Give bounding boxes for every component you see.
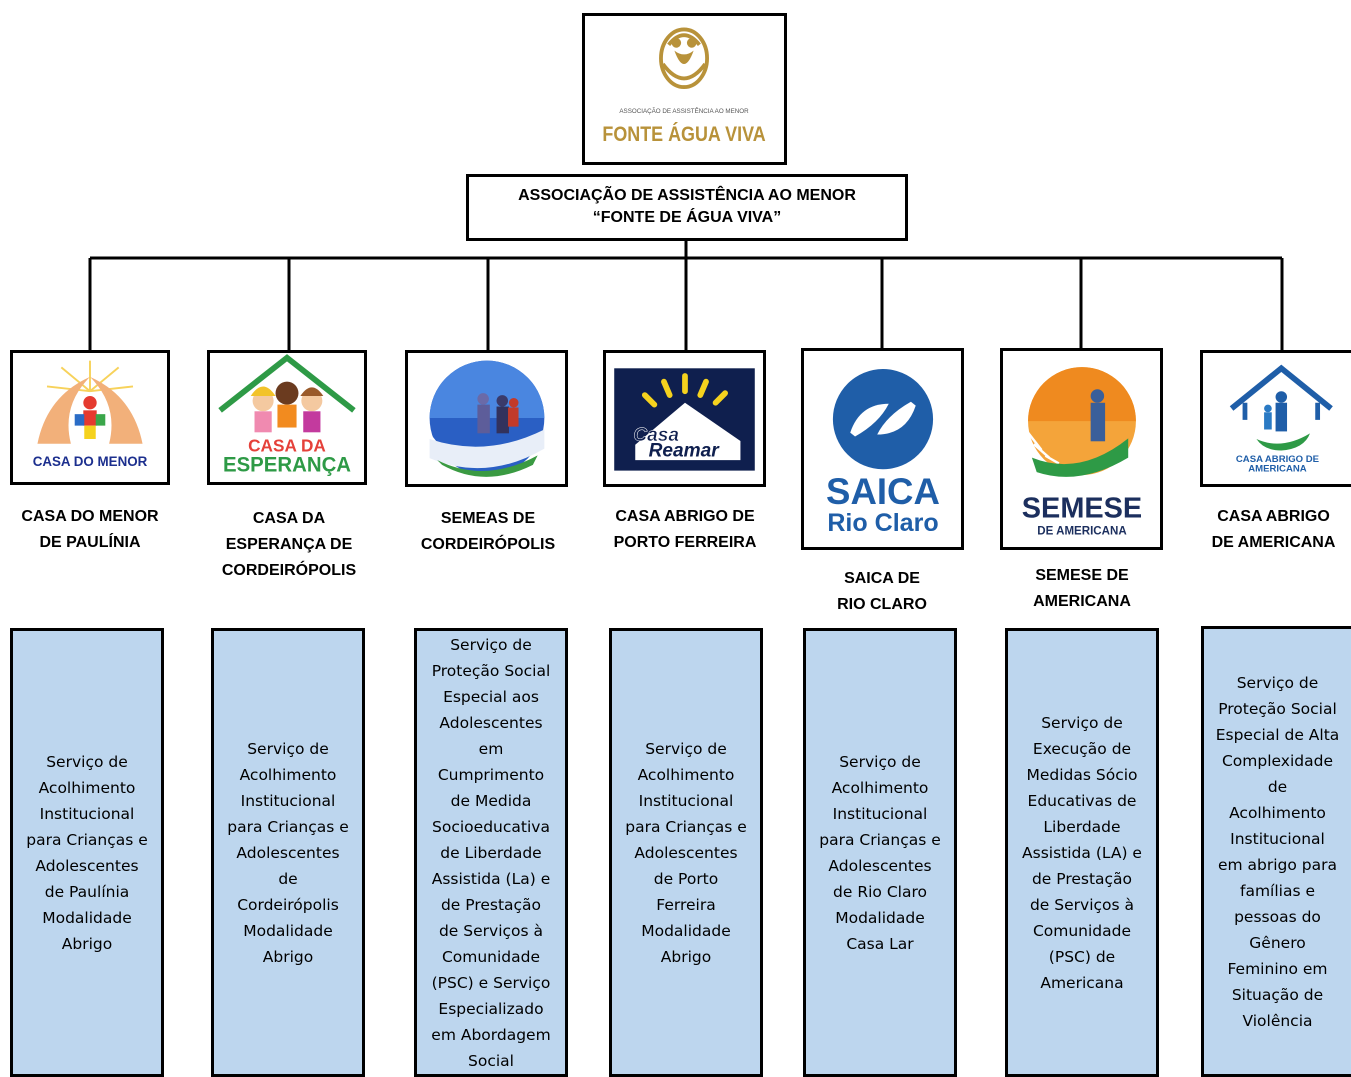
service-box-casa-abrigo-americana: Serviço de Proteção Social Especial de A… [1201, 626, 1351, 1077]
casa-reamar-logo-text2: Reamar [649, 440, 721, 461]
unit-name-casa-abrigo-porto-ferreira: CASA ABRIGO DE PORTO FERREIRA [613, 508, 757, 551]
saica-logo-text1: SAICA [826, 471, 940, 512]
semese-logo-box: SEMESE DE AMERICANA [1000, 348, 1163, 550]
unit-name-semeas: SEMEAS DE CORDEIRÓPOLIS [420, 510, 556, 553]
service-box-saica: Serviço de Acolhimento Institucional par… [803, 628, 957, 1077]
casa-do-menor-logo: CASA DO MENOR [33, 360, 148, 469]
casa-reamar-logo-text1: Casa [633, 425, 679, 446]
service-text-casa-do-menor: Serviço de Acolhimento Institucional par… [26, 752, 148, 953]
service-text-semese: Serviço de Execução de Medidas Sócio Edu… [1022, 713, 1142, 992]
logo-main-text: FONTE ÁGUA VIVA [602, 123, 765, 146]
semese-logo-text1: SEMESE [1022, 492, 1142, 524]
service-text-saica: Serviço de Acolhimento Institucional par… [819, 752, 941, 953]
service-box-casa-da-esperanca: Serviço de Acolhimento Institucional par… [211, 628, 365, 1077]
casa-abrigo-americana-logo-box: CASA ABRIGO DE AMERICANA [1200, 350, 1351, 487]
service-text-casa-da-esperanca: Serviço de Acolhimento Institucional par… [227, 739, 349, 966]
casa-abrigo-americana-logo-text1: CASA ABRIGO DE [1236, 454, 1319, 465]
casa-da-esperanca-logo-text1: CASA DA [248, 435, 326, 455]
service-text-casa-abrigo-porto-ferreira: Serviço de Acolhimento Institucional par… [625, 739, 747, 966]
organization-title-line1: ASSOCIAÇÃO DE ASSISTÊNCIA AO MENOR [518, 187, 856, 204]
casa-da-esperanca-logo-box: CASA DA ESPERANÇA [207, 350, 367, 485]
service-text-casa-abrigo-americana: Serviço de Proteção Social Especial de A… [1215, 673, 1340, 1030]
casa-abrigo-americana-logo-text2: AMERICANA [1248, 464, 1306, 475]
unit-name-casa-abrigo-americana: CASA ABRIGO DE AMERICANA [1211, 508, 1336, 551]
semese-logo: SEMESE DE AMERICANA [1022, 367, 1142, 538]
casa-reamar-logo-box: Casa Reamar [603, 350, 766, 487]
saica-logo-text2: Rio Claro [827, 509, 938, 537]
unit-name-saica: SAICA DE RIO CLARO [837, 570, 927, 613]
casa-da-esperanca-logo: CASA DA ESPERANÇA [218, 354, 356, 476]
semeas-logo-box [405, 350, 568, 487]
saica-logo-box: SAICA Rio Claro [801, 348, 964, 550]
service-text-semeas: Serviço de Proteção Social Especial aos … [431, 635, 551, 1070]
logo-small-text: ASSOCIAÇÃO DE ASSISTÊNCIA AO MENOR [619, 107, 749, 115]
casa-abrigo-americana-logo: CASA ABRIGO DE AMERICANA [1229, 364, 1333, 475]
casa-da-esperanca-logo-text2: ESPERANÇA [223, 453, 351, 476]
service-box-semese: Serviço de Execução de Medidas Sócio Edu… [1005, 628, 1159, 1077]
unit-name-semese: SEMESE DE AMERICANA [1033, 567, 1131, 610]
service-box-semeas: Serviço de Proteção Social Especial aos … [414, 628, 568, 1077]
organization-title-box: ASSOCIAÇÃO DE ASSISTÊNCIA AO MENOR “FONT… [466, 174, 908, 241]
casa-do-menor-logo-box: CASA DO MENOR [10, 350, 170, 485]
semeas-logo [429, 360, 545, 477]
casa-do-menor-logo-text: CASA DO MENOR [33, 454, 148, 469]
organization-title-line2: “FONTE DE ÁGUA VIVA” [592, 209, 782, 226]
main-logo-box: ASSOCIAÇÃO DE ASSISTÊNCIA AO MENOR FONTE… [582, 13, 787, 165]
casa-reamar-logo: Casa Reamar [614, 368, 755, 471]
service-box-casa-abrigo-porto-ferreira: Serviço de Acolhimento Institucional par… [609, 628, 763, 1077]
service-box-casa-do-menor: Serviço de Acolhimento Institucional par… [10, 628, 164, 1077]
fonte-agua-viva-logo: ASSOCIAÇÃO DE ASSISTÊNCIA AO MENOR FONTE… [602, 27, 766, 146]
saica-logo: SAICA Rio Claro [826, 369, 940, 537]
semese-logo-text2: DE AMERICANA [1037, 526, 1127, 538]
unit-name-casa-do-menor: CASA DO MENOR DE PAULÍNIA [21, 508, 159, 551]
unit-name-casa-da-esperanca: CASA DA ESPERANÇA DE CORDEIRÓPOLIS [221, 510, 357, 579]
